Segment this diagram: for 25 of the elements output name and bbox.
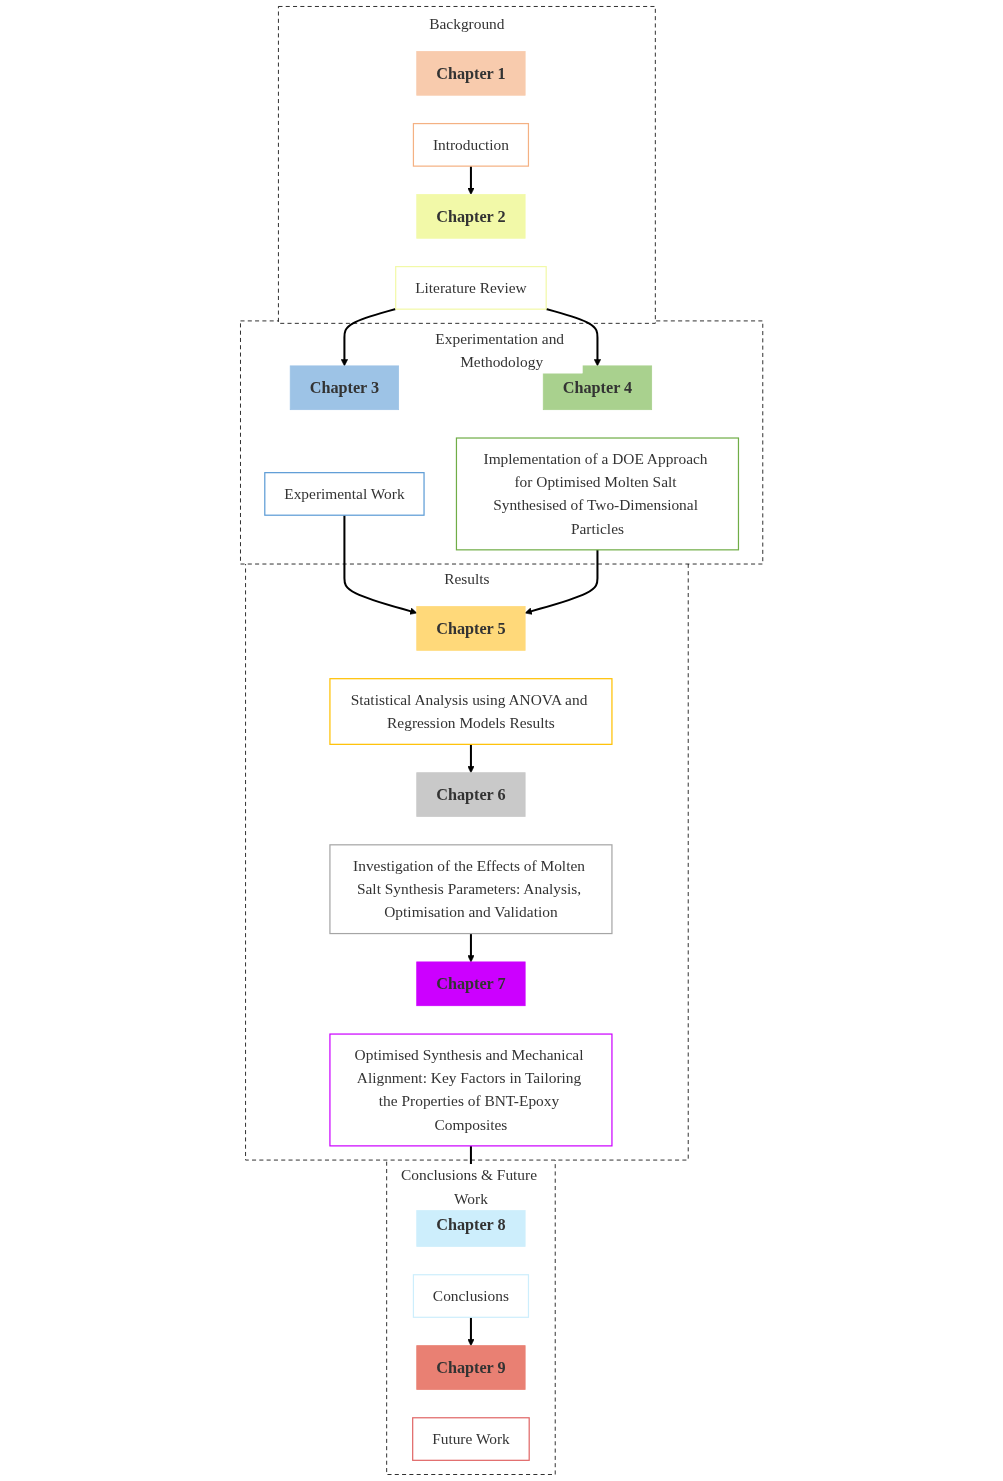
arrow (467, 1317, 475, 1346)
node-box: Chapter 5 (416, 606, 526, 651)
node-box: Chapter 7 (416, 961, 526, 1007)
node-box: Chapter 1 (416, 51, 526, 96)
node-box: Chapter 2 (416, 194, 526, 239)
arrow (467, 744, 475, 774)
node-box: Introduction (412, 122, 529, 167)
node-box: Statistical Analysis using ANOVA and Regression Models Results (329, 678, 613, 745)
arrow (467, 166, 475, 195)
arrow (524, 549, 599, 615)
node-box: Implementation of a DOE Approach for Optimised Molten Salt Synthesised of Two-Dimensional Particles (455, 437, 739, 551)
node-box: Experimental Work (264, 472, 425, 516)
node-box: Literature Review (394, 266, 547, 310)
node-box: Optimised Synthesis and Mechanical Alignment: Key Factors in Tailoring the Properties of BNT-Epoxy Composites (329, 1033, 613, 1147)
arrow (343, 515, 417, 615)
node-box: Chapter 9 (416, 1345, 526, 1390)
arrow (467, 933, 475, 963)
node-box: Conclusions (412, 1274, 529, 1318)
node-box: Chapter 6 (416, 772, 526, 817)
node-box: Future Work (411, 1417, 530, 1461)
node-box: Chapter 3 (289, 365, 399, 411)
arrow (545, 308, 601, 367)
arrow (340, 308, 396, 367)
node-box: Chapter 4 (542, 365, 652, 411)
node-box: Investigation of the Effects of Molten Salt Synthesis Parameters: Analysis, Optimisation and Validation (329, 844, 613, 935)
